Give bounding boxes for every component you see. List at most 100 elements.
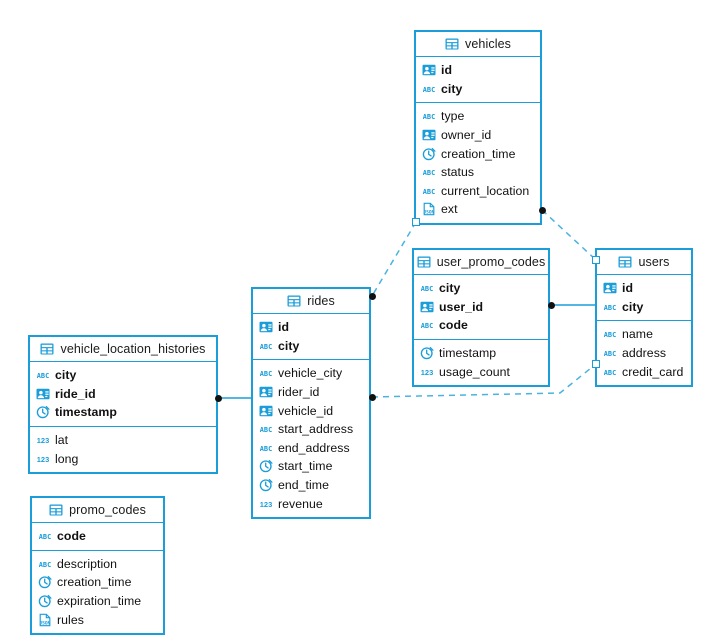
column-name-label: end_address xyxy=(278,440,350,455)
column-name-label: long xyxy=(55,451,79,466)
column-name-label: timestamp xyxy=(439,346,497,361)
key-id-icon xyxy=(259,404,273,418)
clock-icon xyxy=(36,405,50,419)
column-row[interactable]: expiration_time xyxy=(32,592,163,611)
column-name-label: id xyxy=(278,320,290,335)
primary-key-row[interactable]: ride_id xyxy=(30,385,216,404)
abc-icon: ABC xyxy=(603,346,617,360)
column-row[interactable]: rider_id xyxy=(253,383,369,402)
svg-text:ABC: ABC xyxy=(260,371,272,379)
table-header-vehicles[interactable]: vehicles xyxy=(416,32,540,57)
column-row[interactable]: ABC credit_card xyxy=(597,362,691,381)
column-name-label: lat xyxy=(55,433,69,448)
abc-icon: ABC xyxy=(603,300,617,314)
column-name-label: city xyxy=(278,338,300,353)
abc-icon: ABC xyxy=(603,327,617,341)
table-icon xyxy=(445,37,459,51)
svg-text:JSON: JSON xyxy=(423,210,434,216)
primary-key-row[interactable]: id xyxy=(253,318,369,337)
column-row[interactable]: creation_time xyxy=(416,144,540,163)
key-id-icon xyxy=(603,281,617,295)
table-name-label: users xyxy=(638,255,670,269)
abc-icon: ABC xyxy=(422,109,436,123)
table-header-user_promo_codes[interactable]: user_promo_codes xyxy=(414,250,548,275)
svg-text:ABC: ABC xyxy=(37,372,49,380)
column-row[interactable]: start_time xyxy=(253,457,369,476)
column-name-label: expiration_time xyxy=(57,594,142,609)
table-icon xyxy=(40,342,54,356)
column-name-label: vehicle_city xyxy=(278,366,343,381)
primary-key-row[interactable]: ABC code xyxy=(414,316,548,335)
key-id-icon xyxy=(36,387,50,401)
svg-text:ABC: ABC xyxy=(421,323,433,331)
column-row[interactable]: 123 lat xyxy=(30,431,216,450)
column-row[interactable]: ABC vehicle_city xyxy=(253,364,369,383)
relationship-line-vehicles-to-users[interactable] xyxy=(541,209,597,261)
column-name-label: start_address xyxy=(278,422,354,437)
table-icon xyxy=(287,294,301,308)
table-name-label: vehicles xyxy=(465,37,511,51)
table-header-vehicle_location_histories[interactable]: vehicle_location_histories xyxy=(30,337,216,362)
table-icon xyxy=(417,255,431,269)
primary-key-row[interactable]: user_id xyxy=(414,298,548,317)
key-id-icon xyxy=(420,300,434,314)
table-header-promo_codes[interactable]: promo_codes xyxy=(32,498,163,523)
svg-text:ABC: ABC xyxy=(260,426,272,434)
column-name-label: code xyxy=(439,318,468,333)
number-icon: 123 xyxy=(36,433,50,447)
column-name-label: id xyxy=(622,281,634,296)
svg-text:ABC: ABC xyxy=(423,188,435,196)
column-name-label: city xyxy=(441,81,463,96)
clock-icon xyxy=(38,575,52,589)
abc-icon: ABC xyxy=(422,165,436,179)
table-name-label: rides xyxy=(307,294,335,308)
column-row[interactable]: timestamp xyxy=(414,344,548,363)
primary-key-row[interactable]: id xyxy=(597,279,691,298)
column-row[interactable]: owner_id xyxy=(416,126,540,145)
table-header-users[interactable]: users xyxy=(597,250,691,275)
column-row[interactable]: end_time xyxy=(253,476,369,495)
abc-icon: ABC xyxy=(259,422,273,436)
column-row[interactable]: ABC start_address xyxy=(253,420,369,439)
svg-text:123: 123 xyxy=(37,436,49,445)
svg-text:ABC: ABC xyxy=(604,350,616,358)
primary-key-row[interactable]: id xyxy=(416,61,540,80)
table-name-label: vehicle_location_histories xyxy=(60,342,206,356)
column-row[interactable]: vehicle_id xyxy=(253,401,369,420)
column-name-label: vehicle_id xyxy=(278,403,334,418)
table-header-rides[interactable]: rides xyxy=(253,289,369,314)
relationship-line-vehicles-to-rides[interactable] xyxy=(371,221,417,297)
relationship-start-dot-marker xyxy=(547,301,555,309)
column-row[interactable]: creation_time xyxy=(32,573,163,592)
primary-key-row[interactable]: timestamp xyxy=(30,403,216,422)
column-name-label: credit_card xyxy=(622,364,684,379)
relationship-end-dot-marker xyxy=(368,292,376,300)
abc-icon: ABC xyxy=(603,365,617,379)
